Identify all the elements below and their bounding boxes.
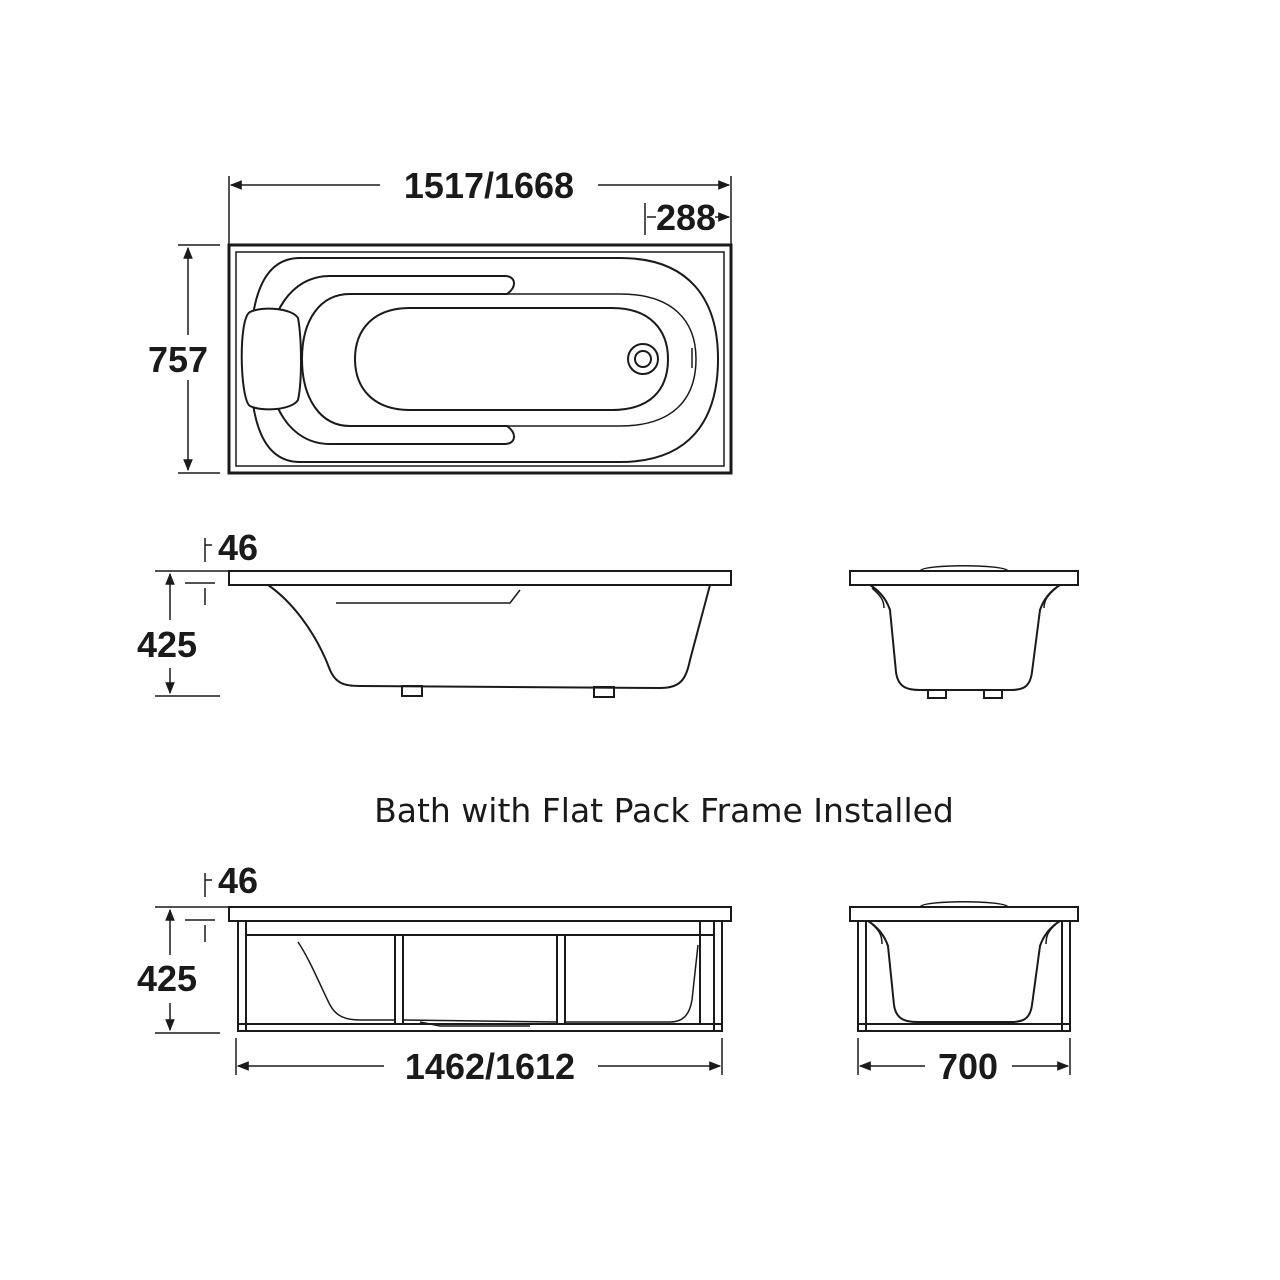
frame-width-dimension: 700 — [857, 1038, 1071, 1087]
frame-width-label: 700 — [938, 1046, 998, 1087]
frame-side-view: 46 425 — [137, 860, 732, 1034]
waste-outlet-icon — [627, 343, 659, 375]
bath-rim-inner — [235, 251, 725, 467]
frame-end-post-left — [857, 920, 867, 1032]
side-rim-dimension: 46 — [155, 527, 258, 605]
bath-armrest-band — [266, 275, 515, 445]
end-rim — [849, 570, 1079, 586]
end-view — [849, 565, 1079, 699]
frame-post-3 — [556, 934, 566, 1025]
frame-post-1 — [237, 920, 247, 1032]
frame-side-rim — [228, 906, 732, 922]
side-rim — [228, 570, 732, 586]
frame-end-view — [849, 901, 1079, 1032]
plan-view: 1517/1668 288 757 — [140, 165, 733, 475]
side-view: 46 425 — [137, 527, 732, 698]
frame-end-post-right — [1061, 920, 1071, 1032]
waste-offset-dimension: 288 — [644, 197, 731, 238]
frame-length-label: 1462/1612 — [405, 1046, 575, 1087]
bath-bowl-outer — [248, 257, 720, 463]
overall-length-label: 1517/1668 — [404, 165, 574, 206]
frame-length-dimension: 1462/1612 — [235, 1038, 723, 1087]
frame-total-height-label: 425 — [137, 958, 197, 999]
side-foot-left — [401, 685, 423, 697]
side-height-dimension: 425 — [137, 572, 220, 697]
side-total-height-label: 425 — [137, 624, 197, 665]
side-tub-body — [267, 584, 711, 690]
waste-offset-label: 288 — [656, 197, 716, 238]
frame-caption: Bath with Flat Pack Frame Installed — [374, 791, 954, 830]
bath-floor — [353, 307, 670, 411]
end-tub-body — [869, 584, 1061, 691]
frame-rim-height-label: 46 — [218, 860, 258, 901]
frame-rim-dimension: 46 — [155, 860, 258, 942]
width-label: 757 — [148, 339, 208, 380]
overall-length-dimension: 1517/1668 — [228, 165, 732, 245]
frame-post-2 — [394, 934, 404, 1025]
side-foot-right — [593, 686, 615, 698]
width-dimension: 757 — [140, 244, 220, 474]
bath-rim-outer — [227, 243, 733, 475]
end-foot-right — [983, 689, 1003, 699]
frame-height-dimension: 425 — [137, 908, 220, 1034]
side-rim-height-label: 46 — [218, 527, 258, 568]
end-foot-left — [927, 689, 947, 699]
headrest-pillow — [240, 307, 302, 411]
frame-post-4 — [713, 920, 723, 1032]
frame-end-rim — [849, 906, 1079, 922]
